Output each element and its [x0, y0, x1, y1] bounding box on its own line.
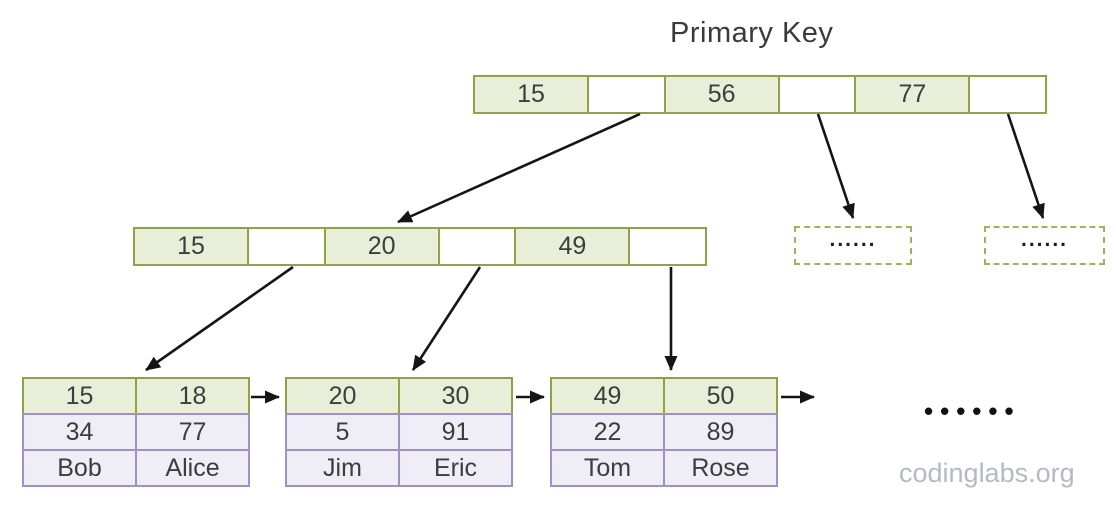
- root-key-cell-1: 15: [473, 75, 589, 114]
- leaf-1-value-2: 77: [135, 413, 250, 451]
- truncated-node-1: ......: [794, 226, 912, 265]
- root-pointer-cell-3: [968, 75, 1048, 114]
- leaf-2-name-1: Jim: [285, 449, 400, 487]
- root-pointer-cell-2: [777, 75, 857, 114]
- root-key-cell-3: 77: [854, 75, 971, 114]
- internal-node: 15 20 49: [133, 227, 708, 266]
- leaf-3-key-row: 49 50: [550, 377, 778, 415]
- diagram-title: Primary Key: [670, 17, 834, 49]
- leaf-1-value-1: 34: [22, 413, 137, 451]
- truncated-node-2-dots: ......: [1020, 228, 1068, 251]
- leaf-2-name-2: Eric: [398, 449, 513, 487]
- leaf-3-value-2: 89: [663, 413, 778, 451]
- root-pointer-cell-1: [587, 75, 666, 114]
- truncated-node-1-dots: ......: [829, 228, 877, 251]
- leaf-1-name-2: Alice: [135, 449, 250, 487]
- leaf-3-value-row: 22 89: [550, 413, 778, 451]
- leaf-1-key-1: 15: [22, 377, 137, 415]
- watermark: codinglabs.org: [899, 458, 1075, 488]
- leaf-node-2: 20 30 5 91 Jim Eric: [285, 377, 513, 487]
- leaf-3-key-1: 49: [550, 377, 665, 415]
- internal-pointer-cell-2: [437, 227, 517, 266]
- leaf-3-name-1: Tom: [550, 449, 665, 487]
- truncated-node-2: ......: [984, 226, 1105, 265]
- leaf-1-name-1: Bob: [22, 449, 137, 487]
- arrow-root-to-internal: [397, 112, 641, 224]
- leaf-node-3: 49 50 22 89 Tom Rose: [550, 377, 778, 487]
- internal-key-cell-3: 49: [514, 227, 631, 266]
- leaf-3-name-row: Tom Rose: [550, 449, 778, 487]
- leaf-1-key-row: 15 18: [22, 377, 250, 415]
- more-leaves-ellipsis: ••••••: [924, 396, 1021, 426]
- leaf-2-value-1: 5: [285, 413, 400, 451]
- leaf-node-1: 15 18 34 77 Bob Alice: [22, 377, 250, 487]
- leaf-1-key-2: 18: [135, 377, 250, 415]
- leaf-3-name-2: Rose: [663, 449, 778, 487]
- leaf-3-key-2: 50: [663, 377, 778, 415]
- leaf-3-value-1: 22: [550, 413, 665, 451]
- root-key-cell-2: 56: [663, 75, 780, 114]
- leaf-2-key-2: 30: [398, 377, 513, 415]
- internal-key-cell-2: 20: [323, 227, 440, 266]
- arrow-internal-to-leaf-2: [411, 266, 482, 371]
- leaf-2-name-row: Jim Eric: [285, 449, 513, 487]
- leaf-2-key-row: 20 30: [285, 377, 513, 415]
- internal-pointer-cell-3: [628, 227, 708, 266]
- arrow-root-to-truncated-2: [1006, 113, 1045, 219]
- internal-pointer-cell-1: [247, 227, 326, 266]
- leaf-2-value-2: 91: [398, 413, 513, 451]
- internal-key-cell-1: 15: [133, 227, 249, 266]
- leaf-1-name-row: Bob Alice: [22, 449, 250, 487]
- arrow-internal-to-leaf-1: [145, 265, 294, 372]
- arrow-root-to-truncated-1: [816, 113, 855, 219]
- leaf-1-value-row: 34 77: [22, 413, 250, 451]
- root-node: 15 56 77: [473, 75, 1048, 114]
- leaf-2-key-1: 20: [285, 377, 400, 415]
- leaf-2-value-row: 5 91: [285, 413, 513, 451]
